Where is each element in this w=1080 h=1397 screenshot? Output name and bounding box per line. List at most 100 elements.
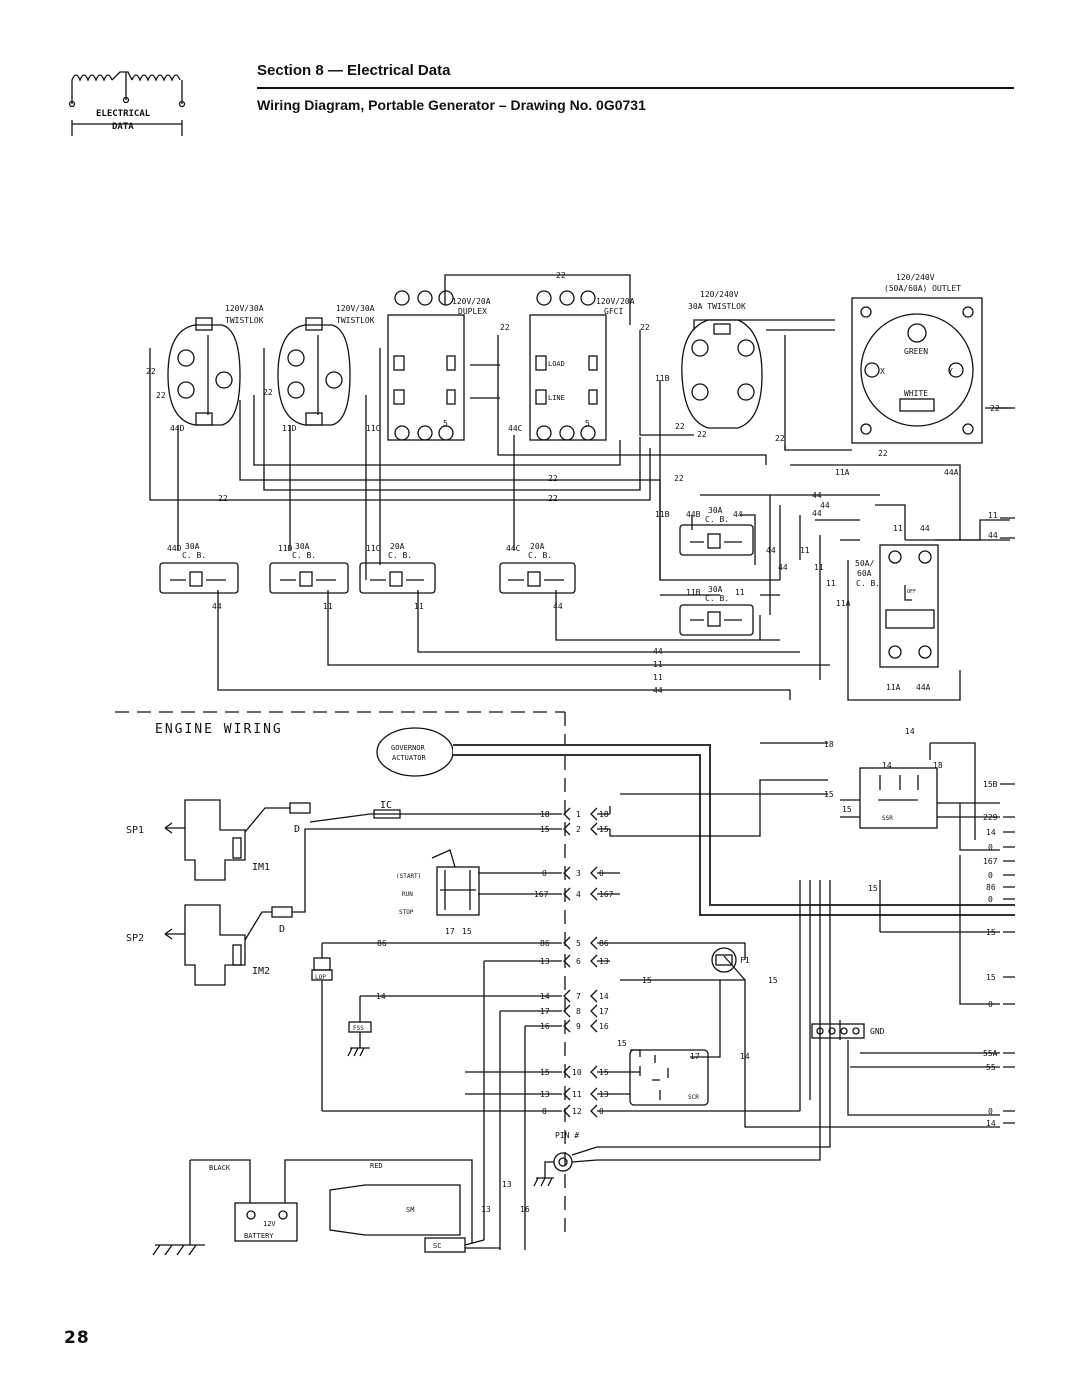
- label-tw240: 120/240V: [700, 290, 739, 299]
- sc-label: SC: [433, 1242, 441, 1250]
- wire-label: 44D: [167, 544, 182, 553]
- pin-number: 4: [576, 890, 581, 899]
- wire-label: 15: [617, 1039, 627, 1048]
- wire-label: 11: [414, 602, 424, 611]
- wire-label: 14: [905, 727, 915, 736]
- wire-label: 86: [377, 939, 387, 948]
- governor-label: GOVERNOR: [391, 744, 426, 752]
- twistlok-outlet-1: [167, 317, 241, 426]
- circuit-breaker-3: [359, 562, 436, 594]
- wire-label: 11B: [655, 510, 670, 519]
- ic-label: IC: [380, 800, 392, 811]
- sp2-label: SP2: [126, 933, 144, 944]
- wire-label: 44: [778, 563, 788, 572]
- pin-number: 5: [576, 939, 581, 948]
- fss-label: FSS: [353, 1025, 364, 1032]
- cb6-label: C. B.: [705, 594, 729, 603]
- switch-run-label: RUN: [402, 891, 413, 898]
- circuit-breaker-4: [499, 562, 576, 594]
- right-wire-label: 22: [990, 404, 1000, 413]
- pin-number: 11: [572, 1090, 582, 1099]
- wire-label: 44: [812, 509, 822, 518]
- wire-label: 11: [893, 524, 903, 533]
- wire-label: 22: [146, 367, 156, 376]
- electrical-data-logo-icon: ELECTRICAL DATA: [68, 71, 186, 136]
- wire-label: 22: [640, 323, 650, 332]
- right-wire-label: 15B: [983, 780, 998, 789]
- cb50-label: C. B.: [856, 579, 880, 588]
- right-wire-label: 15: [986, 973, 996, 982]
- wire-label: 22: [548, 474, 558, 483]
- fuse-f1-icon: [711, 947, 737, 973]
- wire-label: 11A: [835, 468, 850, 477]
- d2-label: D: [279, 924, 285, 935]
- wire-label: 11C: [366, 544, 381, 553]
- wire-label: 17: [690, 1052, 700, 1061]
- ground-terminal-block: [811, 1023, 865, 1039]
- wire-label: 18: [824, 740, 834, 749]
- cb1-rating: 30A: [185, 542, 200, 551]
- right-wire-label: 11: [988, 511, 998, 520]
- cb4-label: C. B.: [528, 551, 552, 560]
- wire-label: 15: [768, 976, 778, 985]
- pin-number: 2: [576, 825, 581, 834]
- label-twistlok1: 120V/30A: [225, 304, 264, 313]
- cb60-rating: 60A: [857, 569, 872, 578]
- battery-black-label: BLACK: [209, 1164, 231, 1172]
- wire-label: 44A: [944, 468, 959, 477]
- ssr-label: SSR: [882, 815, 893, 822]
- right-wire-label: 86: [986, 883, 996, 892]
- label-duplex: 120V/20A: [452, 297, 491, 306]
- wire-label: 13: [481, 1205, 491, 1214]
- page-number: 28: [64, 1328, 90, 1348]
- label-twistlok2b: TWISTLOK: [336, 316, 375, 325]
- low-oil-pressure-switch-icon: [311, 943, 333, 981]
- pin-number: 3: [576, 869, 581, 878]
- circuit-breaker-1: [159, 562, 239, 594]
- cb50-off: OFF: [907, 589, 916, 595]
- right-wire-label: 0: [988, 843, 993, 852]
- start-run-stop-switch[interactable]: [431, 849, 480, 916]
- section-title: Section 8 — Electrical Data: [257, 62, 451, 79]
- right-wire-label: 0: [988, 895, 993, 904]
- switch-start-label: (START): [396, 873, 421, 880]
- pin-number: 7: [576, 992, 581, 1001]
- wire-label: 44A: [916, 683, 931, 692]
- sm-label: SM: [406, 1206, 414, 1214]
- cb2-label: C. B.: [292, 551, 316, 560]
- label-gfci: 120V/20A: [596, 297, 635, 306]
- wire-label: 44: [212, 602, 222, 611]
- wire-label: 44: [553, 602, 563, 611]
- circuit-breaker-50a: [879, 544, 939, 668]
- battery-label: BATTERY: [244, 1232, 274, 1240]
- battery-12v-label: 12V: [263, 1220, 276, 1228]
- wire-label: 22: [548, 494, 558, 503]
- wire-label: 22: [697, 430, 707, 439]
- label-gfcib: GFCI: [604, 307, 623, 316]
- wire-label: 13: [502, 1180, 512, 1189]
- wire-label: 44: [920, 524, 930, 533]
- battery-red-label: RED: [370, 1162, 383, 1170]
- wire-label: 17: [445, 927, 455, 936]
- bus-label: 44: [653, 686, 663, 695]
- wire-label: 11: [735, 588, 745, 597]
- label-twistlok2: 120V/30A: [336, 304, 375, 313]
- wire-label: 44: [766, 546, 776, 555]
- wire-label: 11: [800, 546, 810, 555]
- sp1-label: SP1: [126, 825, 144, 836]
- harness-band-inner: [453, 746, 1015, 914]
- wire-label: 22: [156, 391, 166, 400]
- bus-label: 11: [653, 660, 663, 669]
- label-twistlok1b: TWISTLOK: [225, 316, 264, 325]
- wire-label: 22: [878, 449, 888, 458]
- gfci-load-label: LOAD: [548, 360, 565, 368]
- f1-label: F1: [740, 956, 750, 965]
- lop-label: LOP: [315, 974, 326, 981]
- twistlok-outlet-2: [277, 317, 351, 426]
- gfci-receptacle: [529, 290, 607, 441]
- im2-label: IM2: [252, 966, 270, 977]
- wire-label: 11B: [655, 374, 670, 383]
- wire-label: 22: [218, 494, 228, 503]
- battery-icon: [152, 1159, 473, 1256]
- right-wire-label: 167: [983, 857, 998, 866]
